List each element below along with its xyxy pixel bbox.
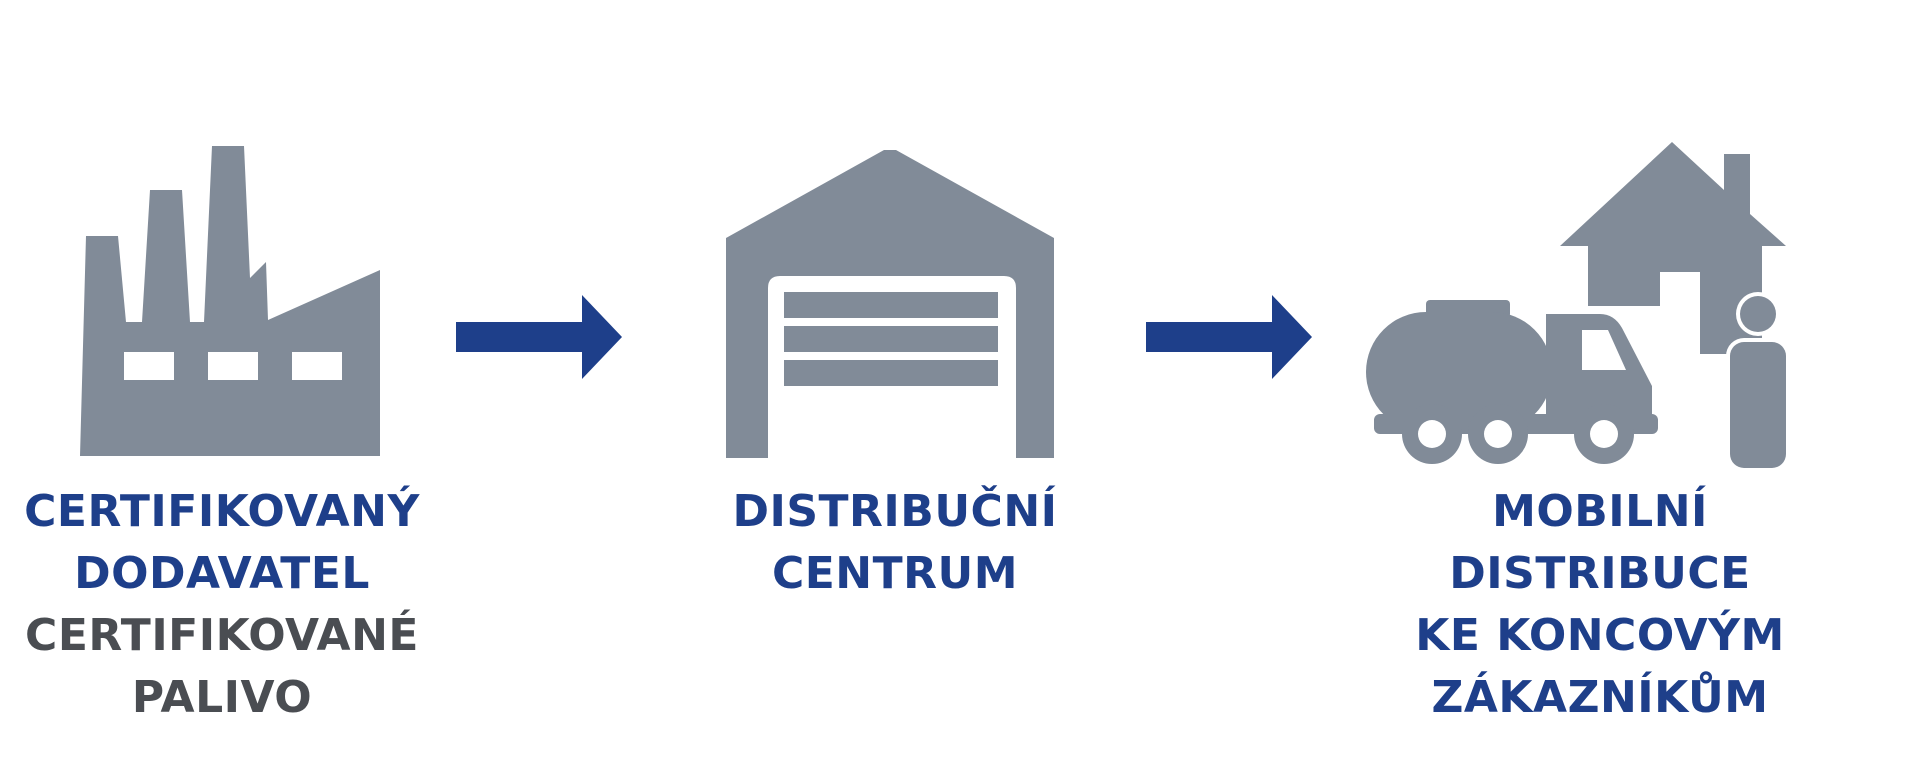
step-1-subtitle-line-1: CERTIFIKOVANÉ: [25, 610, 419, 661]
arrow-right-icon: [456, 295, 622, 379]
step-1-title-line-2: DODAVATEL: [74, 548, 370, 599]
step-1-subtitle-line-2: PALIVO: [131, 672, 313, 723]
tanker-truck-house-person-icon: [1366, 142, 1790, 470]
factory-icon: [80, 146, 380, 456]
step-2-title-line-2: CENTRUM: [771, 548, 1019, 599]
step-3-title-line-3: KE KONCOVÝM: [1415, 610, 1785, 661]
person-icon: [1726, 292, 1790, 470]
step-3-label: MOBILNÍ DISTRIBUCE KE KONCOVÝM ZÁKAZNÍKŮ…: [1380, 481, 1820, 729]
step-3-title-line-1: MOBILNÍ: [1492, 486, 1708, 537]
warehouse-icon: [726, 150, 1054, 458]
arrow-right-icon: [1146, 295, 1312, 379]
step-1-label: CERTIFIKOVANÝ DODAVATEL CERTIFIKOVANÉ PA…: [2, 481, 442, 729]
step-1-title-line-1: CERTIFIKOVANÝ: [24, 486, 420, 537]
step-2-title-line-1: DISTRIBUČNÍ: [732, 486, 1058, 537]
step-3-title-line-2: DISTRIBUCE: [1449, 548, 1751, 599]
step-3-title-line-4: ZÁKAZNÍKŮM: [1431, 672, 1769, 723]
step-2-label: DISTRIBUČNÍ CENTRUM: [680, 481, 1110, 605]
house-icon: [1560, 142, 1786, 354]
